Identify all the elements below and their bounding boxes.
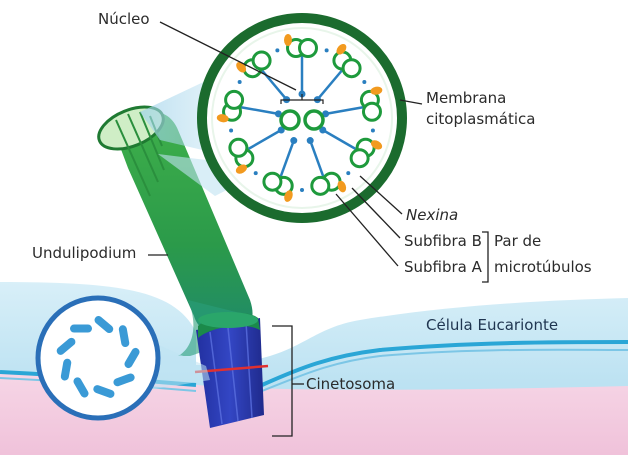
- label-nucleo: Núcleo: [98, 10, 150, 28]
- spoke-head: [290, 137, 297, 144]
- label-nexina: Nexina: [406, 206, 458, 224]
- label-celula: Célula Eucarionte: [426, 316, 558, 334]
- spoke-head: [307, 137, 314, 144]
- label-microtubulos: microtúbulos: [494, 258, 592, 276]
- label-undulipodium: Undulipodium: [32, 244, 136, 262]
- nexin-link: [229, 129, 233, 133]
- nexin-link: [362, 80, 366, 84]
- nexin-link: [238, 80, 242, 84]
- nexin-link: [325, 48, 329, 52]
- label-par-de: Par de: [494, 232, 541, 250]
- subfiber-b: [253, 52, 270, 69]
- nexin-link: [346, 171, 350, 175]
- nexin-link: [300, 188, 304, 192]
- subfiber-b: [226, 91, 243, 108]
- subfiber-b: [300, 40, 317, 57]
- bracket-microtubules: [482, 232, 488, 282]
- subfiber-b: [230, 139, 247, 156]
- label-membrana-1: Membrana: [426, 89, 506, 107]
- subfiber-b: [351, 150, 368, 167]
- leader-subfibra-b: [352, 188, 400, 238]
- leader-subfibra-a: [336, 194, 398, 266]
- label-subfibra-a: Subfibra A: [404, 258, 483, 276]
- subfiber-b: [312, 177, 329, 194]
- basal-body-cross-section: [38, 298, 158, 418]
- label-cinetosoma: Cinetosoma: [306, 375, 395, 393]
- nexin-link: [371, 129, 375, 133]
- nexin-link: [275, 48, 279, 52]
- label-subfibra-b: Subfibra B: [404, 232, 482, 250]
- label-membrana-2: citoplasmática: [426, 110, 535, 128]
- subfiber-b: [343, 60, 360, 77]
- subfiber-b: [363, 103, 380, 120]
- dynein-arm: [284, 34, 292, 46]
- axoneme-cross-section: [202, 18, 402, 218]
- microtubule-triplet: [70, 325, 92, 333]
- subfiber-b: [264, 173, 281, 190]
- nexin-link: [254, 171, 258, 175]
